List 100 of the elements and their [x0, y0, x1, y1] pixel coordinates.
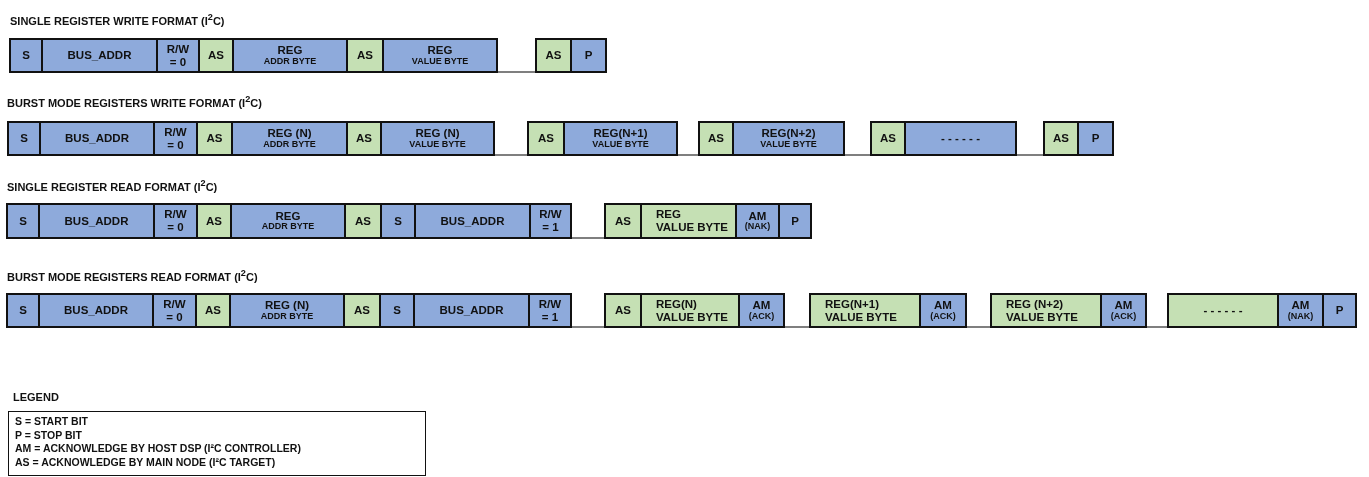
field-label: R/W = 0: [165, 42, 191, 69]
bit-field: [570, 38, 607, 73]
bit-field: [229, 293, 345, 328]
field-label: BUS_ADDR: [67, 49, 132, 62]
field-label: S: [394, 214, 402, 228]
bit-field: [1077, 121, 1114, 156]
field-label: S: [393, 304, 401, 317]
bit-field: [380, 203, 416, 239]
field-label: REG(N+1): [593, 127, 648, 140]
field-label: R/W = 1: [537, 297, 563, 324]
field-label: AS: [206, 214, 222, 228]
bit-field: [527, 121, 565, 156]
section-heading: SINGLE REGISTER WRITE FORMAT (I$^{2}$C): [10, 12, 225, 27]
bit-field: [1277, 293, 1324, 328]
field-label: BUS_ADDR: [440, 214, 505, 228]
field-label: ADDR BYTE: [263, 56, 317, 67]
connector-line: [677, 154, 699, 156]
bit-field: [379, 293, 415, 328]
field-label: (ACK): [1110, 311, 1137, 322]
bit-field: [9, 38, 43, 73]
field-label: REG(N+1): [825, 297, 879, 311]
field-label: AS: [708, 132, 724, 145]
bit-field: [231, 121, 348, 156]
field-label: ADDR BYTE: [261, 222, 315, 233]
bit-field: [640, 203, 737, 239]
field-label: P: [791, 214, 799, 228]
field-label: - - - - - -: [941, 132, 980, 145]
connector-line: [1146, 326, 1168, 328]
bit-field: [528, 293, 572, 328]
field-label: R/W = 0: [162, 297, 187, 324]
bit-field: [904, 121, 1017, 156]
bit-field: [39, 121, 155, 156]
field-label: REG(N+2): [761, 127, 816, 140]
bit-field: [196, 203, 232, 239]
connector-line: [497, 71, 536, 73]
bit-field: [346, 38, 384, 73]
field-label: AS: [615, 214, 631, 228]
field-label: REG: [656, 208, 681, 221]
field-label: AM: [1114, 299, 1133, 312]
field-label: REG: [275, 209, 301, 223]
field-label: REG (N): [264, 299, 310, 312]
field-label: VALUE BYTE: [656, 221, 728, 234]
bit-field: [344, 203, 382, 239]
field-label: R/W = 0: [163, 208, 188, 234]
field-label: AS: [615, 304, 631, 317]
bit-field: [382, 38, 498, 73]
field-label: P: [584, 49, 593, 62]
bit-field: [738, 293, 785, 328]
field-label: VALUE BYTE: [592, 139, 649, 150]
field-label: (ACK): [748, 311, 775, 322]
field-label: BUS_ADDR: [439, 304, 504, 317]
legend-heading: LEGEND: [13, 390, 59, 405]
field-label: AM: [934, 299, 952, 312]
field-label: AS: [545, 49, 562, 62]
section-heading: BURST MODE REGISTERS WRITE FORMAT (I$^{2}$C): [7, 94, 262, 109]
bit-field: [6, 293, 40, 328]
field-label: (NAK): [1287, 311, 1314, 322]
field-label: ADDR BYTE: [263, 139, 316, 150]
legend-entry: AS = ACKNOWLEDGE BY MAIN NODE (I²C TARGET): [15, 455, 276, 470]
bit-field: [230, 203, 346, 239]
field-label: BUS_ADDR: [65, 132, 129, 145]
legend-entry: P = STOP BIT: [15, 428, 82, 443]
field-label: VALUE BYTE: [656, 310, 728, 324]
bit-field: [152, 293, 197, 328]
bit-field: [6, 203, 40, 239]
field-label: ADDR BYTE: [260, 311, 314, 322]
bit-field: [809, 293, 921, 328]
field-label: R/W = 1: [538, 208, 563, 234]
field-label: AM: [1291, 299, 1310, 312]
bit-field: [990, 293, 1102, 328]
bit-field: [156, 38, 200, 73]
bit-field: [1043, 121, 1079, 156]
field-label: VALUE BYTE: [825, 310, 897, 324]
field-label: AS: [880, 132, 896, 145]
bit-field: [198, 38, 234, 73]
field-label: AS: [1053, 132, 1069, 145]
bit-field: [41, 38, 158, 73]
field-label: AS: [357, 49, 373, 62]
field-label: VALUE BYTE: [409, 139, 466, 150]
connector-line: [784, 326, 810, 328]
bit-field: [1322, 293, 1357, 328]
bit-field: [153, 203, 198, 239]
field-label: REG(N): [656, 297, 697, 311]
field-label: VALUE BYTE: [760, 139, 817, 150]
field-label: R/W = 0: [163, 125, 188, 152]
bit-field: [38, 203, 155, 239]
field-label: S: [19, 214, 27, 228]
bit-field: [195, 293, 231, 328]
legend-entry: AM = ACKNOWLEDGE BY HOST DSP (I²C CONTROLLER): [15, 442, 301, 456]
field-label: BUS_ADDR: [64, 304, 128, 317]
bit-field: [196, 121, 233, 156]
section-heading: BURST MODE REGISTERS READ FORMAT (I$^{2}$C): [7, 268, 258, 283]
bit-field: [919, 293, 967, 328]
field-label: S: [20, 132, 28, 145]
field-label: REG (N): [415, 127, 460, 140]
field-label: AS: [208, 49, 224, 62]
connector-line: [966, 326, 991, 328]
field-label: AM: [748, 209, 767, 222]
bit-field: [778, 203, 812, 239]
bit-field: [604, 293, 642, 328]
